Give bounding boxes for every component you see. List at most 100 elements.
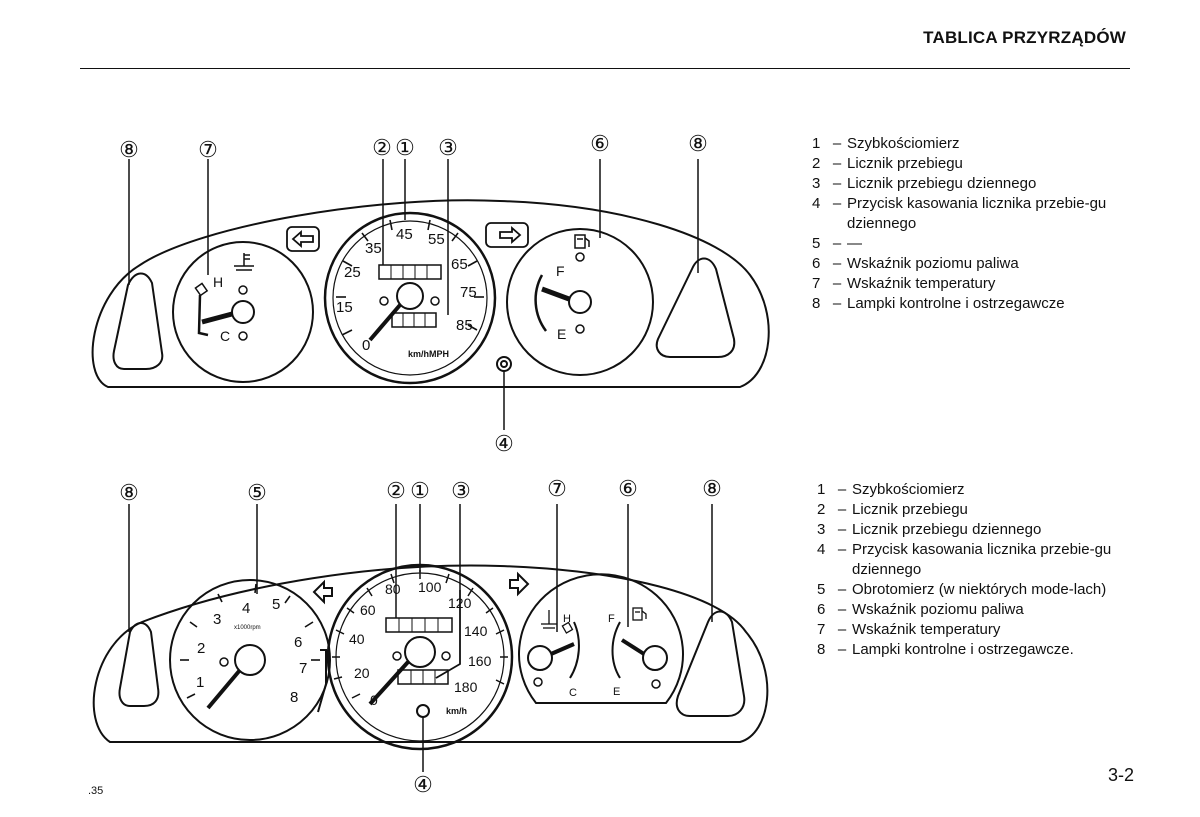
diagram-stroke xyxy=(441,651,451,661)
fuel-gauge xyxy=(506,228,654,376)
tachometer-ticks xyxy=(180,583,320,699)
legend-item: 3–Licznik przebiegu dziennego xyxy=(812,174,1142,194)
callout-leader-lines xyxy=(128,504,713,772)
diagram-stroke xyxy=(341,329,353,336)
speed-label-80: 80 xyxy=(385,581,401,597)
diagram-stroke xyxy=(238,285,248,295)
speed-label-25: 25 xyxy=(344,264,361,281)
speed-units-label: km/h xyxy=(446,706,467,716)
diagram-stroke xyxy=(333,676,343,680)
legend-item-dash: – xyxy=(832,235,842,252)
callout-7: ⑦ xyxy=(198,137,218,162)
diagram-stroke xyxy=(485,607,494,614)
fuel-pump-icon xyxy=(574,234,590,249)
tach-label-6: 6 xyxy=(294,634,302,651)
speed-label-40: 40 xyxy=(349,631,365,647)
diagram-stroke xyxy=(389,219,393,231)
callout-4: ④ xyxy=(413,772,433,797)
speed-label-160: 160 xyxy=(468,653,492,669)
speed-label-75: 75 xyxy=(460,284,477,301)
diagram-stroke xyxy=(238,331,248,341)
diagram-stroke xyxy=(435,590,461,679)
diagram-stroke xyxy=(467,324,478,331)
legend-item-number: 1 xyxy=(817,481,826,498)
tach-label-4: 4 xyxy=(242,600,250,617)
callout-8-right: ⑧ xyxy=(688,131,708,156)
warning-lamp-right xyxy=(675,610,746,717)
diagram-stroke xyxy=(323,211,497,385)
fuel-full-label: F xyxy=(608,613,615,625)
speed-label-180: 180 xyxy=(454,679,478,695)
legend-item-text: Szybkościomierz xyxy=(847,135,960,152)
diagram-stroke xyxy=(335,629,345,635)
temp-warning-icon xyxy=(561,621,574,634)
diagram-stroke xyxy=(533,677,543,687)
diagram-stroke xyxy=(642,645,668,671)
diagram-stroke: H C F E xyxy=(213,263,566,344)
legend-item: 6–Wskaźnik poziomu paliwa xyxy=(817,600,1147,620)
diagram-stroke xyxy=(194,282,209,297)
diagram-stroke xyxy=(346,607,355,614)
diagram-stroke xyxy=(254,583,257,594)
callout-4: ④ xyxy=(494,431,514,456)
diagram-stroke xyxy=(485,222,529,248)
temperature-gauge xyxy=(172,241,314,383)
legend-item-number: 5 xyxy=(812,235,821,252)
diagram-stroke xyxy=(217,593,223,603)
instrument-panel-diagram-bottom: ⑧ ⑤ ② ① ③ ⑦ ⑥ ⑧ ④ 1 2 3 4 5 6 7 8 x1000r… xyxy=(80,472,780,812)
speed-label-35: 35 xyxy=(365,240,382,257)
diagram-stroke xyxy=(231,300,255,324)
instrument-panel-drawing: ⑧ ⑦ ② ① ③ ⑥ ⑧ ④ H C F E 0 15 25 35 45 55… xyxy=(91,131,770,456)
tach-label-1: 1 xyxy=(196,674,204,691)
diagram-stroke xyxy=(451,232,459,242)
legend-item-number: 4 xyxy=(817,541,826,558)
diagram-stroke xyxy=(467,587,474,597)
callout-6: ⑥ xyxy=(590,131,610,156)
callout-2: ② xyxy=(386,478,406,503)
diagram-stroke xyxy=(368,303,402,342)
diagram-stroke xyxy=(430,296,440,306)
legend-item-text: Wskaźnik temperatury xyxy=(847,275,996,292)
diagram-stroke xyxy=(506,228,654,376)
instrument-panel-diagram-top: ⑧ ⑦ ② ① ③ ⑥ ⑧ ④ H C F E 0 15 25 35 45 55… xyxy=(80,125,780,465)
callout-7: ⑦ xyxy=(547,476,567,501)
callout-5: ⑤ xyxy=(247,480,267,505)
legend-item-text: Przycisk kasowania licznika przebie-gu d… xyxy=(847,195,1107,232)
temp-cold-label: C xyxy=(220,328,230,344)
speed-label-0: 0 xyxy=(362,337,370,354)
diagram-stroke xyxy=(467,260,478,267)
legend-item-number: 2 xyxy=(817,501,826,518)
speed-label-140: 140 xyxy=(464,623,488,639)
diagram-stroke xyxy=(550,642,575,656)
legend-item-text: Wskaźnik poziomu paliwa xyxy=(847,255,1019,272)
legend-item-number: 8 xyxy=(817,641,826,658)
legend-item-dash: – xyxy=(832,155,842,172)
temp-hot-label: H xyxy=(563,613,571,625)
legend-top: 1–Szybkościomierz 2–Licznik przebiegu 3–… xyxy=(812,134,1142,314)
diagram-stroke xyxy=(496,356,512,372)
tach-label-7: 7 xyxy=(299,660,307,677)
warning-lamp-right xyxy=(655,257,736,358)
legend-item: 2–Licznik przebiegu xyxy=(812,154,1142,174)
legend-item-dash: – xyxy=(837,581,847,598)
legend-bottom: 1–Szybkościomierz 2–Licznik przebiegu 3–… xyxy=(817,480,1147,660)
diagram-stroke xyxy=(169,579,331,741)
diagram-stroke xyxy=(291,230,314,248)
diagram-stroke: H C F E xyxy=(563,613,620,699)
legend-item: 5–Obrotomierz (w niektórych mode-lach) xyxy=(817,580,1147,600)
legend-item-number: 2 xyxy=(812,155,821,172)
legend-item: 2–Licznik przebiegu xyxy=(817,500,1147,520)
speedometer xyxy=(326,563,514,751)
speed-label-15: 15 xyxy=(336,299,353,316)
legend-item-dash: – xyxy=(832,295,842,312)
turn-signal-right-icon xyxy=(485,222,529,248)
temp-hot-label: H xyxy=(213,274,223,290)
legend-item-number: 6 xyxy=(817,601,826,618)
speed-label-120: 120 xyxy=(448,595,472,611)
legend-item-dash: – xyxy=(837,601,847,618)
diagram-stroke xyxy=(197,294,209,337)
page-title: TABLICA PRZYRZĄDÓW xyxy=(923,28,1126,47)
diagram-stroke xyxy=(568,290,592,314)
tach-units-label: x1000rpm xyxy=(234,625,261,631)
diagram-stroke xyxy=(445,573,450,584)
